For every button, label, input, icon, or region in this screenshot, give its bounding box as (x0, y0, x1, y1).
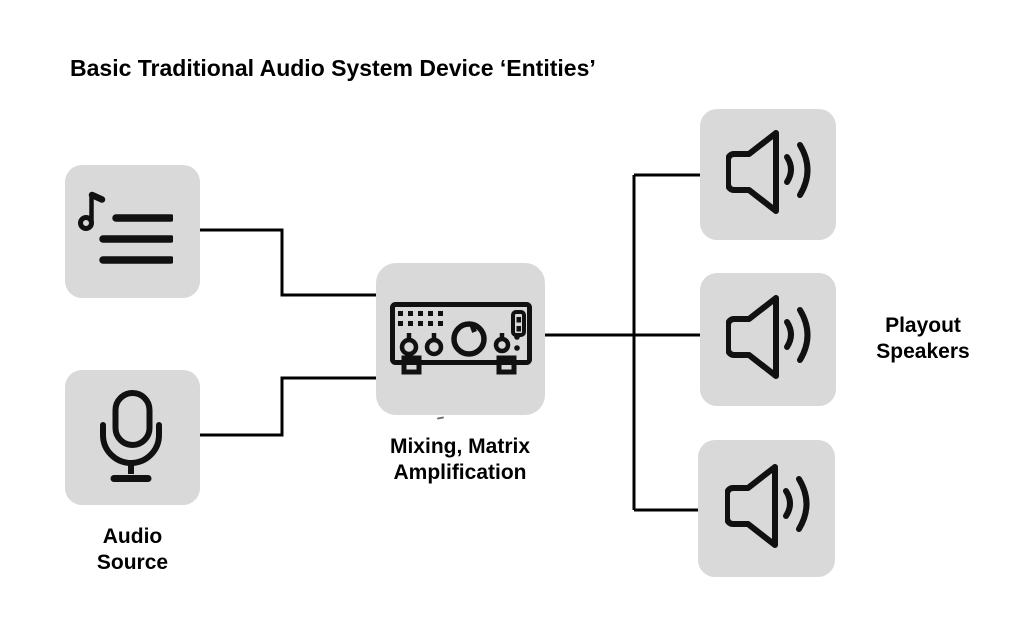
playout-speakers-label-line2: Speakers (876, 340, 970, 363)
speaker-icon (725, 464, 810, 548)
diagram-title: Basic Traditional Audio System Device ‘E… (70, 55, 596, 81)
playout-speakers-label-line1: Playout (885, 314, 961, 337)
amplifier-label-line1: Mixing, Matrix (389, 435, 531, 458)
audio-source-label: Audio Source (40, 524, 225, 576)
music-playlist-icon (78, 191, 173, 264)
microphone-icon (100, 390, 162, 482)
node-music-source (65, 165, 200, 298)
node-speaker-3 (698, 440, 835, 577)
amplifier-icon (390, 302, 532, 375)
speaker-icon (726, 295, 811, 379)
playout-speakers-label: Playout Speakers (823, 313, 1023, 365)
node-speaker-2 (700, 273, 836, 406)
amplifier-label: Mixing, Matrix Amplification (360, 434, 560, 486)
node-amplifier (376, 263, 545, 415)
edge-music-to-amp (200, 228, 377, 297)
edge-mic-to-amp (200, 376, 377, 437)
amplifier-label-line2: Amplification (393, 461, 527, 484)
node-mic-source (65, 370, 200, 505)
audio-source-label-line2: Source (96, 551, 169, 574)
audio-source-label-line1: Audio (102, 525, 163, 548)
speaker-icon (726, 130, 811, 214)
node-speaker-1 (700, 109, 836, 240)
